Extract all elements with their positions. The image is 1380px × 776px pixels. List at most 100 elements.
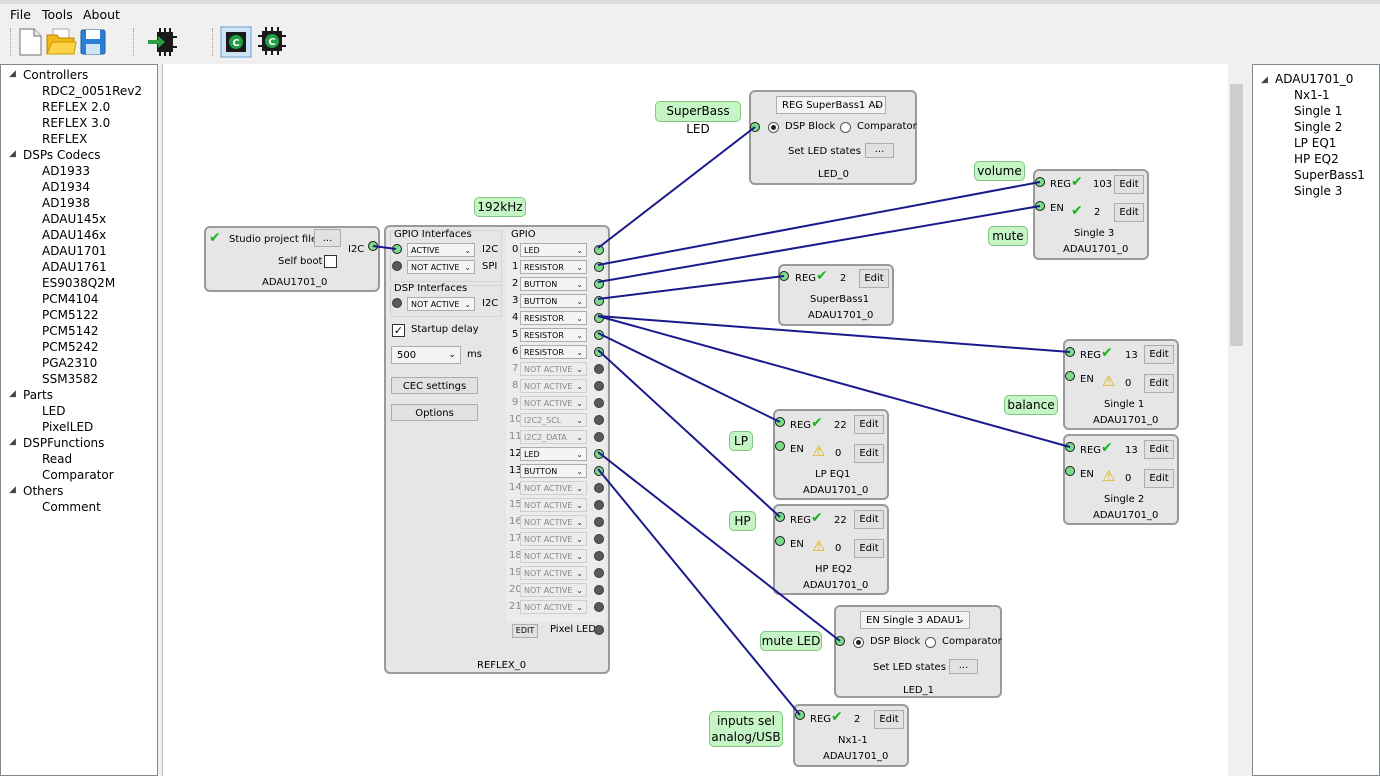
tree-item[interactable]: Nx1-1 bbox=[1294, 88, 1330, 102]
tree-item[interactable]: ES9038Q2M bbox=[42, 276, 116, 290]
tree-item[interactable]: SuperBass1 bbox=[1294, 168, 1365, 182]
tree-item[interactable]: LED bbox=[42, 404, 66, 418]
tree-group-dspfunctions[interactable]: DSPFunctions bbox=[23, 436, 105, 450]
en-pin[interactable] bbox=[1065, 466, 1075, 476]
comment-label[interactable]: HP bbox=[729, 511, 756, 531]
tree-item[interactable]: REFLEX bbox=[42, 132, 88, 146]
comparator-radio[interactable] bbox=[925, 637, 936, 648]
tree-item[interactable]: LP EQ1 bbox=[1294, 136, 1337, 150]
en-pin[interactable] bbox=[775, 441, 785, 451]
tree-item[interactable]: PCM5242 bbox=[42, 340, 99, 354]
tree-root[interactable]: ADAU1701_0 bbox=[1275, 72, 1354, 86]
interface-pin[interactable] bbox=[392, 298, 402, 308]
upload-chip-icon[interactable] bbox=[146, 26, 178, 58]
studio-node[interactable]: ✔ Studio project file ... I2C Self boot … bbox=[204, 226, 380, 292]
tree-group-controllers[interactable]: Controllers bbox=[23, 68, 89, 82]
en-pin[interactable] bbox=[775, 536, 785, 546]
edit-button[interactable]: Edit bbox=[1144, 469, 1174, 488]
expand-arrow-icon[interactable]: ◢ bbox=[9, 149, 16, 159]
gpio-mode-select[interactable]: RESISTOR⌄ bbox=[520, 260, 587, 274]
interface-select[interactable]: NOT ACTIVE⌄ bbox=[407, 297, 475, 311]
expand-arrow-icon[interactable]: ◢ bbox=[9, 437, 16, 447]
gpio-pin[interactable] bbox=[594, 415, 604, 425]
i2c-pin[interactable] bbox=[368, 241, 378, 251]
tree-item[interactable]: HP EQ2 bbox=[1294, 152, 1339, 166]
self-boot-checkbox[interactable] bbox=[324, 255, 337, 268]
gpio-pin[interactable] bbox=[594, 602, 604, 612]
gpio-pin[interactable] bbox=[594, 381, 604, 391]
comment-label[interactable]: balance bbox=[1004, 395, 1058, 415]
edit-button[interactable]: Edit bbox=[859, 269, 889, 288]
tree-item[interactable]: Single 2 bbox=[1294, 120, 1343, 134]
tree-group-dsps[interactable]: DSPs Codecs bbox=[23, 148, 101, 162]
compile-c-icon[interactable]: C bbox=[220, 26, 252, 58]
gpio-pin[interactable] bbox=[594, 347, 604, 357]
gpio-pin[interactable] bbox=[594, 551, 604, 561]
tree-item[interactable]: Single 3 bbox=[1294, 184, 1343, 198]
gpio-mode-select[interactable]: NOT ACTIVE⌄ bbox=[520, 549, 587, 563]
gpio-mode-select[interactable]: NOT ACTIVE⌄ bbox=[520, 481, 587, 495]
led-source-select[interactable]: EN Single 3 ADAU1⌄ bbox=[860, 611, 970, 629]
gpio-pin[interactable] bbox=[594, 500, 604, 510]
edit-button[interactable]: Edit bbox=[874, 710, 904, 729]
led-node[interactable]: REG SuperBass1 AD⌄ DSP Block Comparator … bbox=[749, 90, 917, 185]
cec-settings-button[interactable]: CEC settings bbox=[391, 377, 478, 394]
gpio-pin[interactable] bbox=[594, 483, 604, 493]
edit-button[interactable]: Edit bbox=[854, 415, 884, 434]
tree-item[interactable]: PCM4104 bbox=[42, 292, 99, 306]
edit-button[interactable]: Edit bbox=[1114, 175, 1144, 194]
gpio-mode-select[interactable]: NOT ACTIVE⌄ bbox=[520, 362, 587, 376]
tree-item[interactable]: ADAU146x bbox=[42, 228, 107, 242]
led-node[interactable]: EN Single 3 ADAU1⌄ DSP Block Comparator … bbox=[834, 605, 1002, 698]
gpio-mode-select[interactable]: NOT ACTIVE⌄ bbox=[520, 498, 587, 512]
tree-item[interactable]: PCM5122 bbox=[42, 308, 99, 322]
dsp-block-node[interactable]: REG ✔ 13 Edit EN ⚠ 0 Edit Single 2 ADAU1… bbox=[1063, 434, 1179, 525]
tree-item[interactable]: Comment bbox=[42, 500, 101, 514]
edit-button[interactable]: Edit bbox=[1144, 374, 1174, 393]
gpio-mode-select[interactable]: NOT ACTIVE⌄ bbox=[520, 515, 587, 529]
edit-button[interactable]: Edit bbox=[854, 510, 884, 529]
set-led-states-button[interactable]: ... bbox=[865, 143, 894, 158]
options-button[interactable]: Options bbox=[391, 404, 478, 421]
expand-arrow-icon[interactable]: ◢ bbox=[9, 389, 16, 399]
gpio-mode-select[interactable]: NOT ACTIVE⌄ bbox=[520, 532, 587, 546]
tree-item[interactable]: PCM5142 bbox=[42, 324, 99, 338]
gpio-pin[interactable] bbox=[594, 262, 604, 272]
dsp-block-node[interactable]: REG ✔ 22 Edit EN ⚠ 0 Edit LP EQ1 ADAU170… bbox=[773, 409, 889, 500]
gpio-mode-select[interactable]: NOT ACTIVE⌄ bbox=[520, 600, 587, 614]
tree-item[interactable]: Comparator bbox=[42, 468, 114, 482]
gpio-mode-select[interactable]: NOT ACTIVE⌄ bbox=[520, 583, 587, 597]
dsp-block-radio[interactable] bbox=[768, 122, 779, 133]
edit-pixel-led-button[interactable]: EDIT bbox=[512, 624, 538, 638]
reg-pin[interactable] bbox=[1065, 442, 1075, 452]
gpio-pin[interactable] bbox=[594, 296, 604, 306]
tree-item[interactable]: PixelLED bbox=[42, 420, 94, 434]
gpio-pin[interactable] bbox=[594, 330, 604, 340]
new-file-icon[interactable] bbox=[14, 26, 46, 58]
gpio-mode-select[interactable]: LED⌄ bbox=[520, 243, 587, 257]
en-pin[interactable] bbox=[1065, 371, 1075, 381]
gpio-pin[interactable] bbox=[594, 568, 604, 578]
tree-item[interactable]: Single 1 bbox=[1294, 104, 1343, 118]
tree-item[interactable]: ADAU145x bbox=[42, 212, 107, 226]
comment-label[interactable]: 192kHz bbox=[474, 197, 526, 217]
startup-delay-checkbox[interactable]: ✓ bbox=[392, 324, 405, 337]
comparator-radio[interactable] bbox=[840, 122, 851, 133]
led-source-select[interactable]: REG SuperBass1 AD⌄ bbox=[776, 96, 886, 114]
dsp-block-node[interactable]: REG ✔ 2 Edit SuperBass1 ADAU1701_0 bbox=[778, 264, 894, 326]
tree-item[interactable]: RDC2_0051Rev2 bbox=[42, 84, 143, 98]
dsp-block-node[interactable]: REG ✔ 22 Edit EN ⚠ 0 Edit HP EQ2 ADAU170… bbox=[773, 504, 889, 595]
menu-tools[interactable]: Tools bbox=[42, 7, 73, 22]
reg-pin[interactable] bbox=[779, 271, 789, 281]
interface-select[interactable]: ACTIVE⌄ bbox=[407, 243, 475, 257]
gpio-pin[interactable] bbox=[594, 398, 604, 408]
gpio-mode-select[interactable]: I2C2_SCL⌄ bbox=[520, 413, 587, 427]
tree-item[interactable]: REFLEX 2.0 bbox=[42, 100, 111, 114]
gpio-mode-select[interactable]: BUTTON⌄ bbox=[520, 464, 587, 478]
comment-label[interactable]: mute bbox=[988, 226, 1028, 246]
comment-label[interactable]: mute LED bbox=[760, 631, 822, 651]
interface-select[interactable]: NOT ACTIVE⌄ bbox=[407, 260, 475, 274]
scrollbar-thumb[interactable] bbox=[1230, 84, 1243, 346]
tree-item[interactable]: AD1933 bbox=[42, 164, 90, 178]
browse-button[interactable]: ... bbox=[314, 229, 341, 247]
